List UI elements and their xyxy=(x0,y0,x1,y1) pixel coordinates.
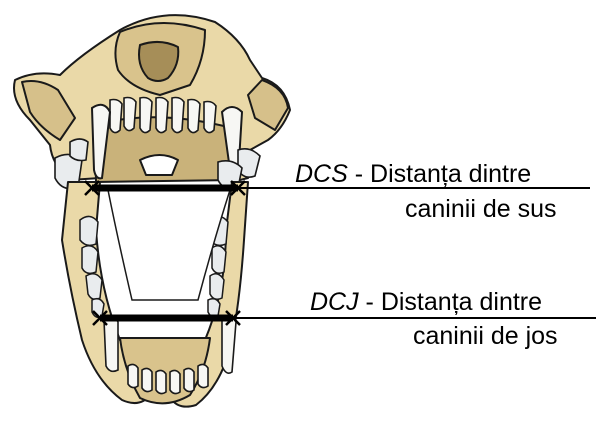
lower-left-molar xyxy=(82,246,98,274)
upper-label-line1: DCS - Distanța dintre xyxy=(295,160,531,188)
right-lower-canine xyxy=(222,316,236,373)
lower-separator: - xyxy=(359,288,381,316)
lower-description: Distanța dintre xyxy=(381,288,542,316)
incisor xyxy=(140,98,152,133)
incisor xyxy=(204,102,216,133)
lower-label-line1: DCJ - Distanța dintre xyxy=(310,288,542,316)
incisor xyxy=(156,98,168,133)
upper-abbreviation: DCS xyxy=(295,160,348,188)
left-premolar xyxy=(70,139,88,161)
lower-incisor xyxy=(142,368,152,391)
lower-incisor xyxy=(156,370,166,393)
lower-incisor xyxy=(184,368,194,391)
lower-left-molar xyxy=(86,274,102,300)
lower-right-molar xyxy=(212,246,226,274)
lower-label-line2: caninii de jos xyxy=(413,322,558,350)
incisor xyxy=(188,100,200,133)
lower-left-molar xyxy=(80,216,98,245)
lower-incisor xyxy=(128,364,138,387)
incisor xyxy=(110,100,122,133)
incisor xyxy=(172,98,184,133)
incisor xyxy=(124,98,136,131)
upper-description: Distanța dintre xyxy=(370,160,531,188)
lower-abbreviation: DCJ xyxy=(310,288,359,316)
lower-incisor xyxy=(198,364,208,387)
palate-hole xyxy=(140,155,178,175)
upper-separator: - xyxy=(348,160,370,188)
upper-label-line2: caninii de sus xyxy=(405,195,556,223)
lower-incisor xyxy=(170,370,180,393)
lower-right-molar xyxy=(210,274,224,300)
